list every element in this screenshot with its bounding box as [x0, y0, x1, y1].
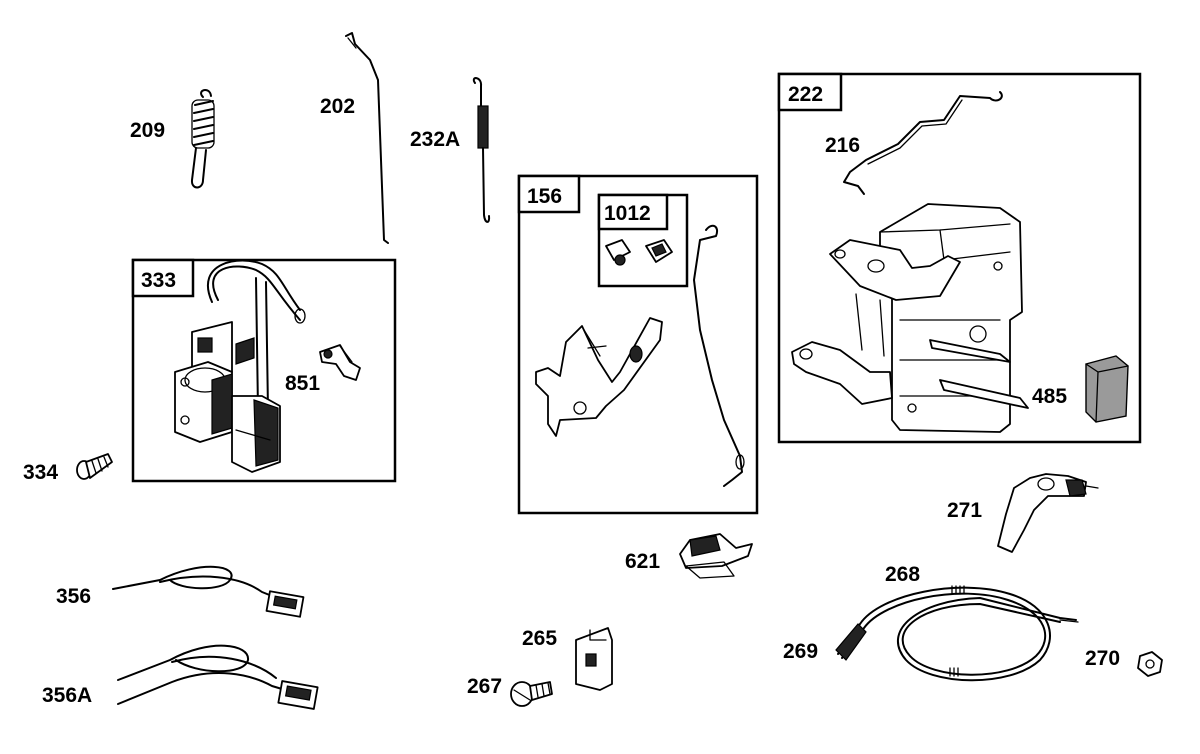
- armature-drawing: [174, 259, 306, 473]
- box-1012: [597, 193, 689, 288]
- part-label-209: 209: [130, 119, 165, 142]
- part-label-621: 621: [625, 550, 660, 573]
- box-label-156: 156: [527, 185, 562, 208]
- governor-lever-drawing: [535, 317, 663, 437]
- wire-356-drawing: [112, 565, 305, 618]
- part-label-268: 268: [885, 563, 920, 586]
- part-label-270: 270: [1085, 647, 1120, 670]
- part-label-202: 202: [320, 95, 355, 118]
- part-label-267: 267: [467, 675, 502, 698]
- spring-209-drawing: [190, 89, 215, 189]
- part-label-334: 334: [23, 461, 58, 484]
- box-label-333: 333: [141, 269, 176, 292]
- clip-621-drawing: [679, 533, 753, 579]
- spring-232A-drawing: [472, 77, 491, 223]
- bracket-265-drawing: [575, 627, 613, 691]
- part-label-271: 271: [947, 499, 982, 522]
- lever-271-drawing: [997, 473, 1099, 553]
- clip-851-drawing: [319, 344, 361, 381]
- cable-268-drawing: [835, 585, 1079, 682]
- nut-270-drawing: [1137, 651, 1163, 677]
- part-label-356: 356: [56, 585, 91, 608]
- part-label-356A: 356A: [42, 684, 92, 707]
- screw-334-drawing: [76, 453, 113, 480]
- part-label-1012: 1012: [604, 202, 651, 225]
- part-label-216: 216: [825, 134, 860, 157]
- rod-216-drawing: [843, 91, 1003, 195]
- box-222: [777, 72, 1142, 444]
- part-label-232A: 232A: [410, 128, 460, 151]
- part-label-851: 851: [285, 372, 320, 395]
- governor-rod-drawing: [693, 224, 745, 487]
- screw-267-drawing: [510, 681, 553, 707]
- part-label-485: 485: [1032, 385, 1067, 408]
- box-156: [517, 174, 759, 515]
- part-label-265: 265: [522, 627, 557, 650]
- block-485-drawing: [1085, 355, 1129, 423]
- box-333: [131, 258, 397, 483]
- rod-202-drawing: [345, 32, 389, 244]
- part-label-269: 269: [783, 640, 818, 663]
- control-bracket-drawing: [791, 203, 1029, 433]
- wire-356A-drawing: [117, 644, 319, 710]
- box-label-222: 222: [788, 83, 823, 106]
